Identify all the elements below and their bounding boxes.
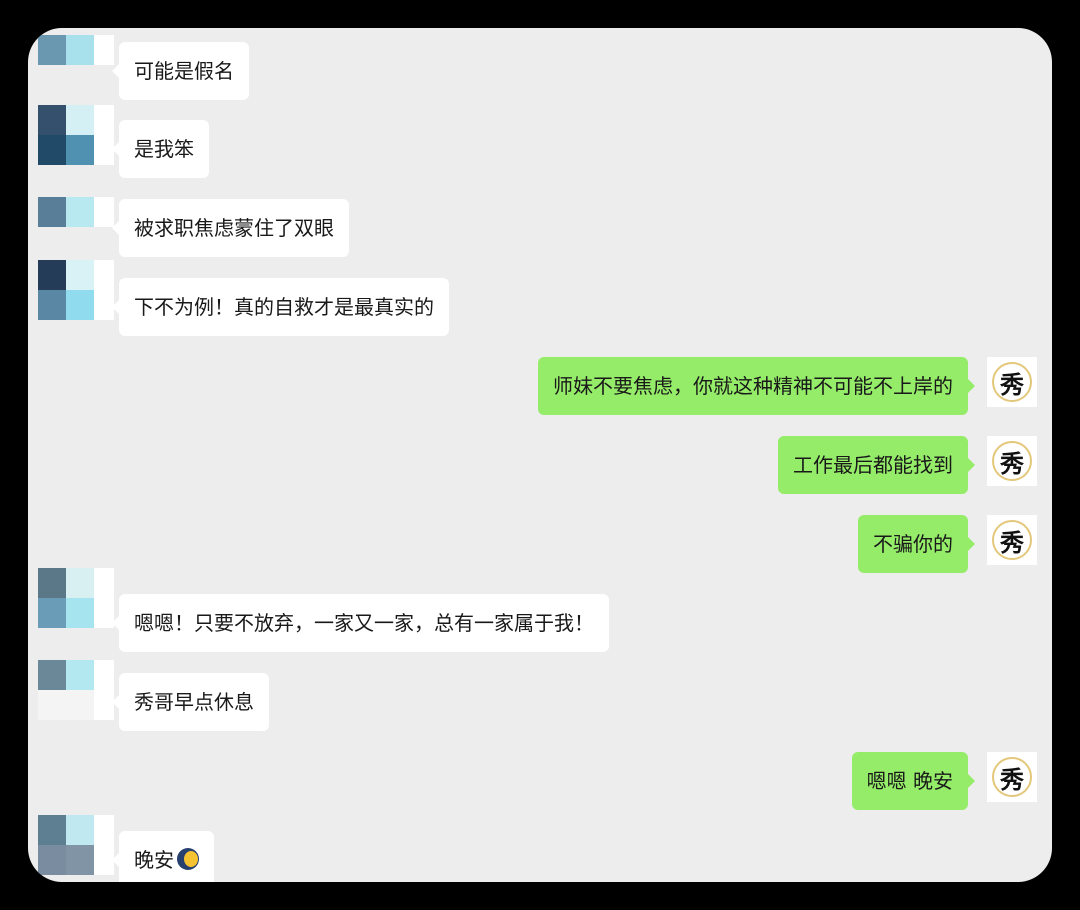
message-bubble-incoming[interactable]: 秀哥早点休息 — [112, 673, 269, 731]
contact-avatar[interactable] — [38, 260, 114, 320]
message-bubble-incoming[interactable]: 被求职焦虑蒙住了双眼 — [112, 199, 349, 257]
self-avatar[interactable]: 秀 — [987, 357, 1037, 407]
calligraphy-logo-icon: 秀 — [992, 362, 1032, 402]
message-bubble-incoming[interactable]: 嗯嗯！只要不放弃，一家又一家，总有一家属于我！ — [112, 594, 609, 652]
calligraphy-logo-icon: 秀 — [992, 441, 1032, 481]
calligraphy-logo-icon: 秀 — [992, 757, 1032, 797]
message-bubble-incoming[interactable]: 是我笨 — [112, 120, 209, 178]
self-avatar[interactable]: 秀 — [987, 436, 1037, 486]
calligraphy-logo-icon: 秀 — [992, 520, 1032, 560]
message-bubble-outgoing[interactable]: 嗯嗯 晚安 — [851, 752, 976, 810]
contact-avatar[interactable] — [38, 35, 114, 75]
contact-avatar[interactable] — [38, 105, 114, 165]
contact-avatar[interactable] — [38, 197, 114, 227]
message-bubble-outgoing[interactable]: 工作最后都能找到 — [778, 436, 975, 494]
crescent-moon-emoji-icon — [177, 848, 199, 870]
contact-avatar[interactable] — [38, 815, 114, 875]
self-avatar[interactable]: 秀 — [987, 515, 1037, 565]
self-avatar[interactable]: 秀 — [987, 752, 1037, 802]
message-bubble-outgoing[interactable]: 师妹不要焦虑，你就这种精神不可能不上岸的 — [538, 357, 975, 415]
message-text: 晚安 — [134, 848, 174, 872]
message-bubble-incoming[interactable]: 可能是假名 — [112, 42, 249, 100]
message-bubble-incoming[interactable]: 下不为例！真的自救才是最真实的 — [112, 278, 449, 336]
message-bubble-incoming[interactable]: 晚安 — [112, 831, 214, 882]
contact-avatar[interactable] — [38, 660, 114, 720]
contact-avatar[interactable] — [38, 568, 114, 628]
message-bubble-outgoing[interactable]: 不骗你的 — [858, 515, 975, 573]
chat-panel: 秀 秀 秀 秀 可能是假名 是我笨 被求职焦虑蒙住了双眼 下不为例！真的自救才是… — [28, 28, 1052, 882]
